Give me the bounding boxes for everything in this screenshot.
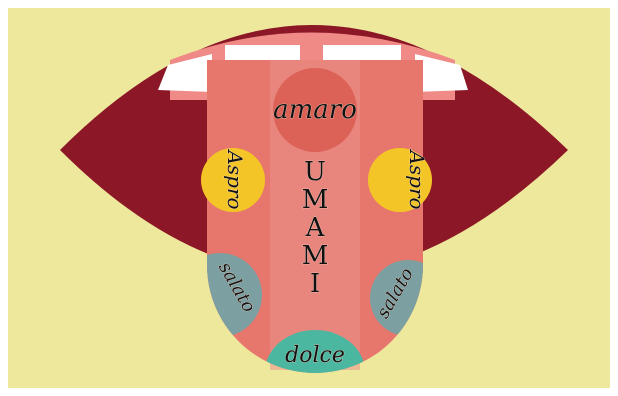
bitter-label: amaro (273, 95, 357, 125)
umami-letter-2: M (302, 185, 329, 215)
umami-letter-5: I (310, 269, 320, 299)
sour-label-right: Aspro (405, 148, 429, 209)
umami-letter-3: A (305, 213, 326, 243)
umami-letter-1: U (304, 157, 326, 187)
sour-label-left: Aspro (223, 148, 247, 209)
umami-letter-4: M (302, 241, 329, 271)
sweet-label: dolce (285, 343, 345, 368)
